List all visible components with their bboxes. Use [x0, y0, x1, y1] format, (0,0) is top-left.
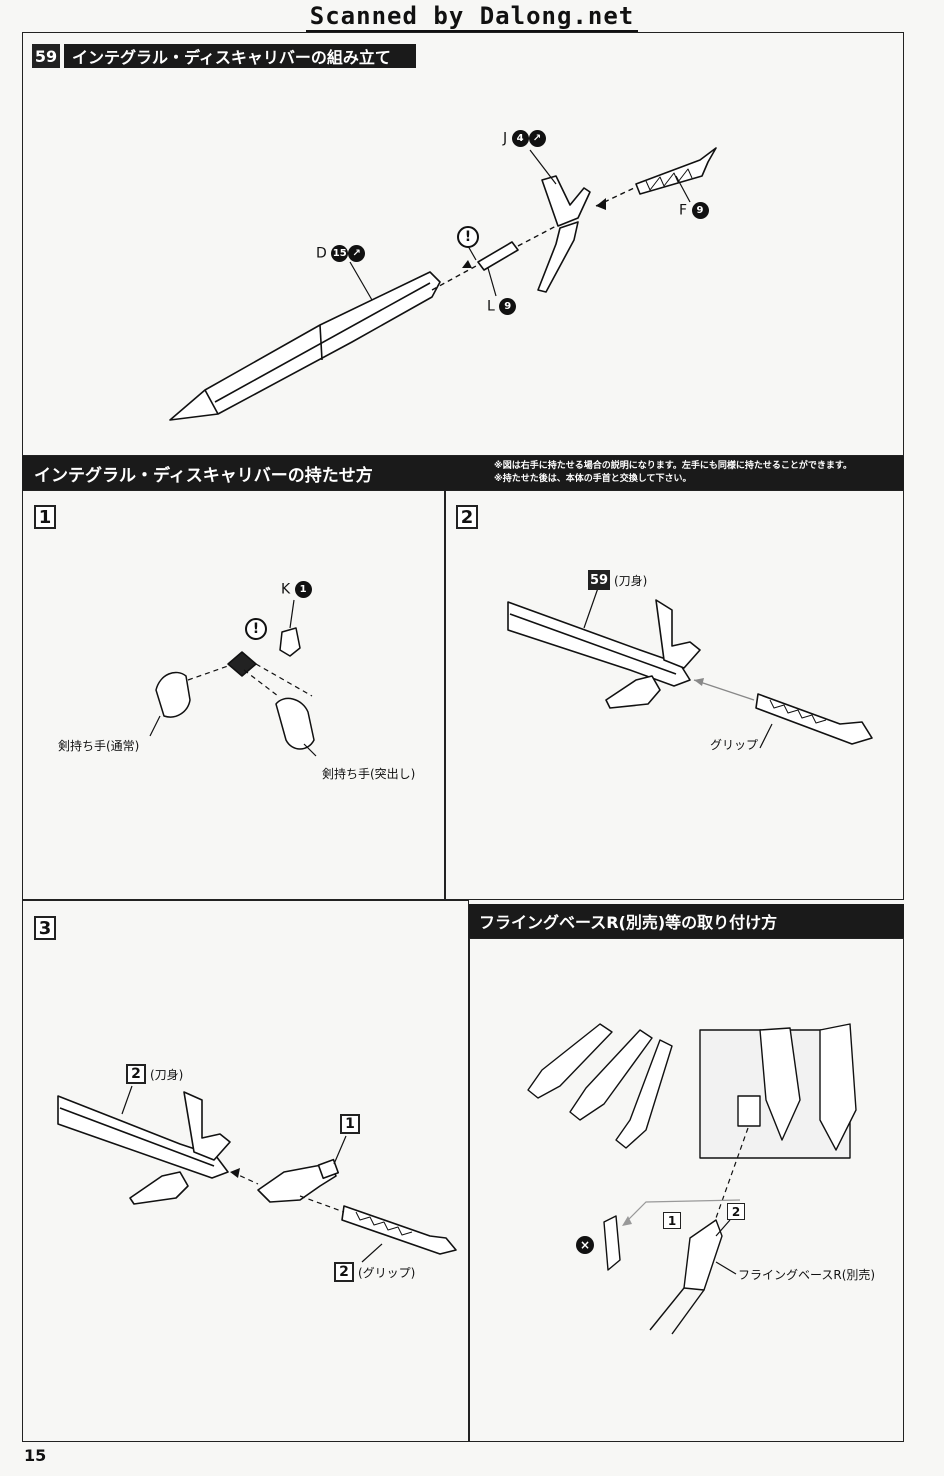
section-59-frame [22, 32, 904, 456]
note-line-2: ※持たせた後は、本体の手首と交換して下さい。 [494, 474, 692, 484]
step-box-3: 3 [34, 916, 56, 940]
part-label-k: K 1 [281, 581, 312, 598]
flying-section-frame [469, 938, 904, 1442]
panel-2-diagram [507, 587, 873, 749]
step-box-1: 1 [34, 505, 56, 529]
part-label-l: L 9 [487, 298, 517, 315]
grip-text: (グリップ) [358, 1265, 416, 1280]
grip-ref-box: 2 [334, 1262, 354, 1282]
page-number: 15 [24, 1446, 47, 1465]
blade-text: (刀身) [150, 1067, 184, 1082]
step-number-59: 59 [32, 44, 60, 68]
blade-ref-label: 2 (刀身) [126, 1064, 183, 1084]
flying-step-2-box: 2 [727, 1203, 745, 1220]
assembled-blade [57, 1095, 229, 1179]
runner-badge-d: 15 [331, 245, 349, 262]
unit-blade-right [819, 1023, 857, 1151]
hand-thrust [275, 697, 315, 750]
panel-1-frame [22, 490, 445, 900]
warning-icon: ! [457, 226, 479, 248]
flying-base-arm [683, 1219, 723, 1291]
panel-3-frame [22, 900, 469, 1442]
blade-ref-label: 59 (刀身) [588, 570, 647, 590]
x-mark-icon: × [576, 1236, 594, 1254]
blade-text: (刀身) [614, 573, 648, 588]
warning-icon: ! [245, 618, 267, 640]
hand-peg [317, 1158, 340, 1180]
assembled-guard-upper [183, 1091, 231, 1161]
joint-socket [737, 1095, 761, 1127]
wing-blade-1 [527, 1023, 613, 1099]
panel-3-diagram [57, 1085, 457, 1263]
blade-body [507, 601, 691, 687]
runner-badge-f: 9 [691, 202, 709, 219]
part-label-f: F 9 [679, 202, 709, 219]
assembled-guard-lower [129, 1171, 189, 1205]
grip-label: グリップ [710, 738, 759, 752]
part-label-d: D 15↗ [316, 245, 366, 262]
flying-section-title: フライングベースR(別売)等の取り付け方 [469, 904, 904, 938]
hand-normal-label: 剣持ち手(通常) [58, 739, 140, 753]
blade-d-part [169, 271, 441, 421]
wing-blade-2 [569, 1029, 653, 1121]
sword-assembly-diagram [169, 147, 717, 421]
part-k-peg [279, 627, 301, 657]
hand-thrust-label: 剣持ち手(突出し) [322, 767, 416, 781]
cut-mark-icon: ↗ [528, 130, 546, 147]
guard-upper [655, 599, 701, 669]
holding-hand [257, 1163, 337, 1203]
detached-part [603, 1215, 621, 1271]
note-line-1: ※図は右手に持たせる場合の説明になります。左手にも同様に持たせることができます。 [494, 461, 852, 471]
connector-l-part [477, 241, 519, 271]
hold-section-title: インテグラル・ディスキャリバーの持たせ方 [22, 456, 484, 490]
blade-ref-tag: 59 [588, 570, 610, 590]
guard-j-part [541, 175, 591, 227]
flying-step-1-box: 1 [663, 1212, 681, 1229]
runner-badge-k: 1 [294, 581, 312, 598]
flying-base-diagram [527, 1023, 857, 1335]
runner-badge-l: 9 [499, 298, 517, 315]
wing-blade-3 [615, 1039, 673, 1149]
blade-ref-box: 2 [126, 1064, 146, 1084]
runner-badge-j: 4 [511, 130, 529, 147]
step-box-2: 2 [456, 505, 478, 529]
guard-lower [605, 675, 661, 709]
grip-ref-label: 2 (グリップ) [334, 1262, 415, 1282]
unit-blade-mid [759, 1027, 801, 1141]
hand-normal [155, 671, 191, 718]
scan-header: Scanned by Dalong.net [0, 2, 944, 32]
hand-ref-box: 1 [340, 1114, 360, 1134]
hold-section-notes [484, 456, 904, 490]
part-label-j: J 4↗ [503, 130, 546, 147]
section-59-title: インテグラル・ディスキャリバーの組み立て [64, 44, 416, 68]
panel-1-diagram [149, 599, 317, 757]
cut-mark-icon: ↗ [348, 245, 366, 262]
flying-base-label: フライングベースR(別売) [738, 1268, 876, 1282]
panel-2-frame [445, 490, 904, 900]
